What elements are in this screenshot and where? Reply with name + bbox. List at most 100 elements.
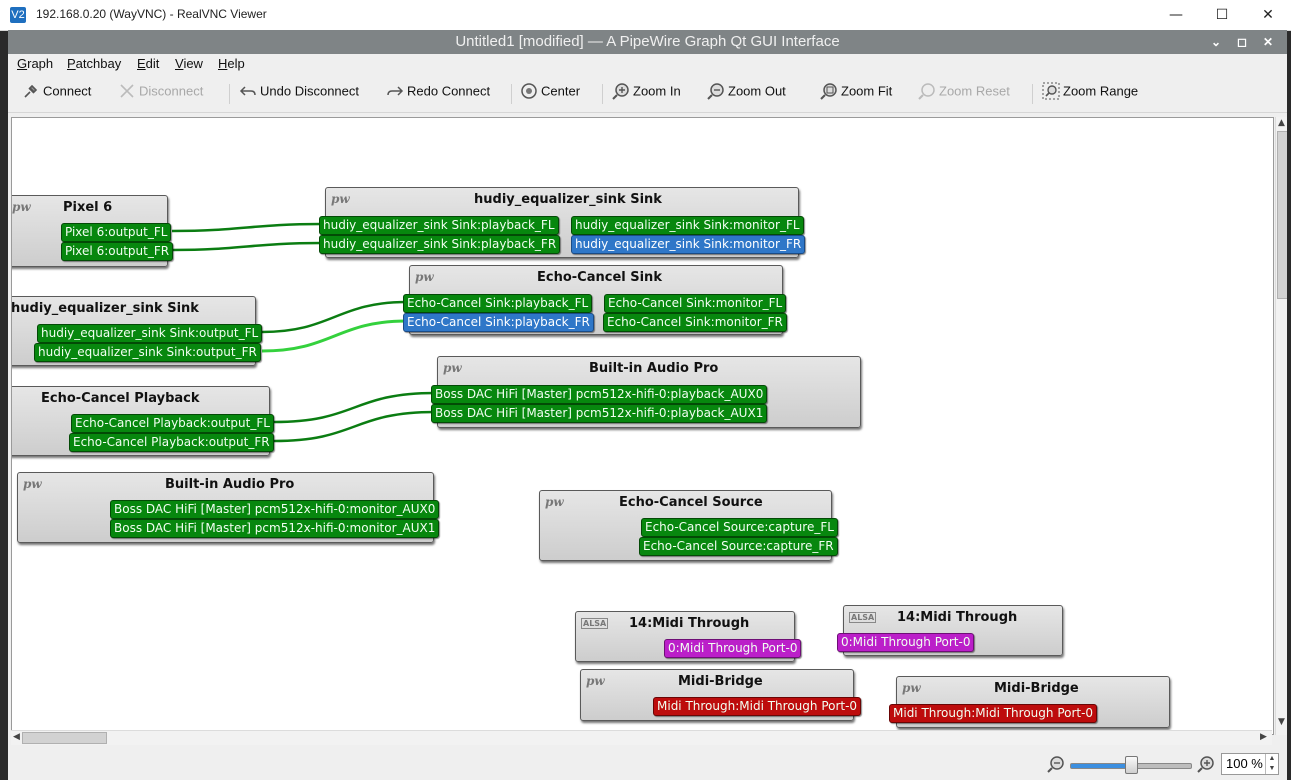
wire-eq-fl: [261, 300, 408, 334]
port-midi-bridge-b[interactable]: Midi Through:Midi Through Port-0: [889, 704, 1098, 723]
toolbar: Connect Disconnect Undo Disconnect Redo …: [8, 76, 1287, 113]
port-eq-monitor-fl[interactable]: hudiy_equalizer_sink Sink:monitor_FL: [571, 216, 804, 235]
vertical-scrollbar[interactable]: ▲ ▼: [1275, 117, 1287, 735]
port-audio-pro-playback-aux1[interactable]: Boss DAC HiFi [Master] pcm512x-hifi-0:pl…: [431, 404, 768, 423]
app-title: Untitled1 [modified] — A PipeWire Graph …: [8, 30, 1287, 54]
center-button[interactable]: Center: [520, 82, 580, 104]
port-eq-monitor-fr[interactable]: hudiy_equalizer_sink Sink:monitor_FR: [571, 235, 806, 254]
scroll-up-arrow-icon[interactable]: ▲: [1278, 118, 1285, 128]
node-title: Echo-Cancel Playback: [41, 391, 200, 406]
port-ec-source-capture-fl[interactable]: Echo-Cancel Source:capture_FL: [641, 518, 838, 537]
zoom-range-icon: [1042, 82, 1060, 100]
app-maximize-button[interactable]: ◻: [1237, 35, 1247, 49]
zoom-in-button[interactable]: Zoom In: [612, 82, 681, 104]
app-close-button[interactable]: ✕: [1262, 35, 1274, 49]
pipewire-badge-icon: pw: [443, 361, 462, 375]
node-title: hudiy_equalizer_sink Sink: [474, 192, 662, 207]
spin-arrows-icon[interactable]: ▲▼: [1265, 754, 1278, 774]
port-ec-playback-output-fl[interactable]: Echo-Cancel Playback:output_FL: [71, 414, 274, 433]
node-title: Built-in Audio Pro: [165, 477, 295, 492]
node-title: 14:Midi Through: [629, 616, 750, 631]
wire-pixel6-fr: [171, 241, 323, 252]
wire-eq-fr: [261, 319, 408, 353]
menu-view[interactable]: View: [175, 56, 203, 71]
zoom-fit-button[interactable]: Zoom Fit: [820, 82, 892, 104]
zoom-spinbox[interactable]: 100 % ▲▼: [1221, 753, 1279, 775]
pipewire-badge-icon: pw: [415, 270, 434, 284]
pipewire-badge-icon: pw: [545, 495, 564, 509]
port-pixel6-output-fr[interactable]: Pixel 6:output_FR: [61, 242, 174, 261]
port-ec-sink-monitor-fr[interactable]: Echo-Cancel Sink:monitor_FR: [603, 313, 787, 332]
scroll-down-arrow-icon[interactable]: ▼: [1278, 717, 1285, 727]
port-ec-sink-monitor-fl[interactable]: Echo-Cancel Sink:monitor_FL: [604, 294, 787, 313]
alsa-badge-icon: ALSA: [581, 618, 609, 629]
node-title: Echo-Cancel Source: [619, 495, 763, 510]
pipewire-badge-icon: pw: [586, 674, 605, 688]
connection-wires: [171, 222, 436, 443]
node-title: Pixel 6: [63, 200, 113, 215]
toolbar-separator: [229, 84, 230, 104]
redo-icon: [387, 86, 404, 96]
graph-canvas[interactable]: pw Pixel 6 Pixel 6:output_FL Pixel 6:out…: [11, 117, 1274, 735]
zoom-reset-button[interactable]: Zoom Reset: [918, 82, 1010, 104]
port-midi-through-a[interactable]: 0:Midi Through Port-0: [664, 639, 802, 658]
port-eq-output-fl[interactable]: hudiy_equalizer_sink Sink:output_FL: [37, 324, 263, 343]
undo-icon: [239, 86, 256, 96]
port-audio-pro-playback-aux0[interactable]: Boss DAC HiFi [Master] pcm512x-hifi-0:pl…: [431, 385, 768, 404]
undo-disconnect-button[interactable]: Undo Disconnect: [239, 82, 359, 104]
port-ec-source-capture-fr[interactable]: Echo-Cancel Source:capture_FR: [639, 537, 838, 556]
port-eq-output-fr[interactable]: hudiy_equalizer_sink Sink:output_FR: [34, 343, 261, 362]
pipewire-badge-icon: pw: [331, 192, 350, 206]
port-eq-playback-fr[interactable]: hudiy_equalizer_sink Sink:playback_FR: [319, 235, 561, 254]
disconnect-button[interactable]: Disconnect: [118, 82, 203, 104]
port-midi-bridge-a[interactable]: Midi Through:Midi Through Port-0: [653, 697, 862, 716]
wire-ec-fl: [273, 391, 436, 424]
app-title-text: Untitled1 [modified] — A PipeWire Graph …: [455, 33, 840, 50]
port-audio-pro-monitor-aux1[interactable]: Boss DAC HiFi [Master] pcm512x-hifi-0:mo…: [110, 519, 440, 538]
zoom-out-button[interactable]: Zoom Out: [707, 82, 786, 104]
vertical-scroll-thumb[interactable]: [1277, 131, 1287, 299]
horizontal-scrollbar[interactable]: ◀ ▶: [11, 730, 1272, 745]
zoom-slider-handle[interactable]: [1125, 756, 1138, 774]
port-audio-pro-monitor-aux0[interactable]: Boss DAC HiFi [Master] pcm512x-hifi-0:mo…: [110, 500, 440, 519]
pipewire-badge-icon: pw: [23, 477, 42, 491]
app-shade-button[interactable]: ⌄: [1210, 35, 1222, 49]
vnc-titlebar: V2 192.168.0.20 (WayVNC) - RealVNC Viewe…: [0, 0, 1291, 31]
horizontal-scroll-thumb[interactable]: [22, 732, 107, 744]
port-pixel6-output-fl[interactable]: Pixel 6:output_FL: [61, 223, 172, 242]
wire-pixel6-fl: [171, 222, 323, 233]
menu-graph[interactable]: Graph: [17, 56, 54, 71]
center-icon: [521, 83, 537, 99]
node-title: Echo-Cancel Sink: [537, 270, 662, 285]
node-title: Built-in Audio Pro: [589, 361, 719, 376]
port-eq-playback-fl[interactable]: hudiy_equalizer_sink Sink:playback_FL: [319, 216, 559, 235]
zoom-out-icon: [707, 83, 724, 100]
zoom-out-small-icon[interactable]: [1046, 754, 1066, 774]
scroll-right-arrow-icon[interactable]: ▶: [1260, 732, 1267, 742]
node-title: Midi-Bridge: [994, 681, 1079, 696]
menu-help[interactable]: Help: [218, 56, 245, 71]
port-midi-through-b[interactable]: 0:Midi Through Port-0: [837, 633, 975, 652]
menu-patchbay[interactable]: Patchbay: [67, 56, 122, 71]
connect-button[interactable]: Connect: [22, 82, 91, 104]
menu-edit[interactable]: Edit: [137, 56, 160, 71]
statusbar: 100 % ▲▼: [8, 746, 1287, 780]
alsa-badge-icon: ALSA: [849, 612, 877, 623]
zoom-in-small-icon[interactable]: [1196, 754, 1216, 774]
port-ec-sink-playback-fr[interactable]: Echo-Cancel Sink:playback_FR: [403, 313, 594, 332]
minimize-button[interactable]: —: [1169, 7, 1183, 23]
node-title: Midi-Bridge: [678, 674, 763, 689]
zoom-range-button[interactable]: Zoom Range: [1042, 82, 1138, 104]
maximize-button[interactable]: ☐: [1215, 7, 1229, 23]
close-window-button[interactable]: ✕: [1262, 7, 1274, 23]
port-ec-sink-playback-fl[interactable]: Echo-Cancel Sink:playback_FL: [403, 294, 593, 313]
port-ec-playback-output-fr[interactable]: Echo-Cancel Playback:output_FR: [69, 433, 274, 452]
scroll-left-arrow-icon[interactable]: ◀: [13, 732, 20, 742]
zoom-in-icon: [612, 83, 629, 100]
node-title: hudiy_equalizer_sink Sink: [11, 301, 199, 316]
wire-ec-fr: [273, 410, 436, 443]
pipewire-badge-icon: pw: [902, 681, 921, 695]
redo-connect-button[interactable]: Redo Connect: [386, 82, 490, 104]
pipewire-badge-icon: pw: [12, 200, 31, 214]
node-title: 14:Midi Through: [897, 610, 1018, 625]
